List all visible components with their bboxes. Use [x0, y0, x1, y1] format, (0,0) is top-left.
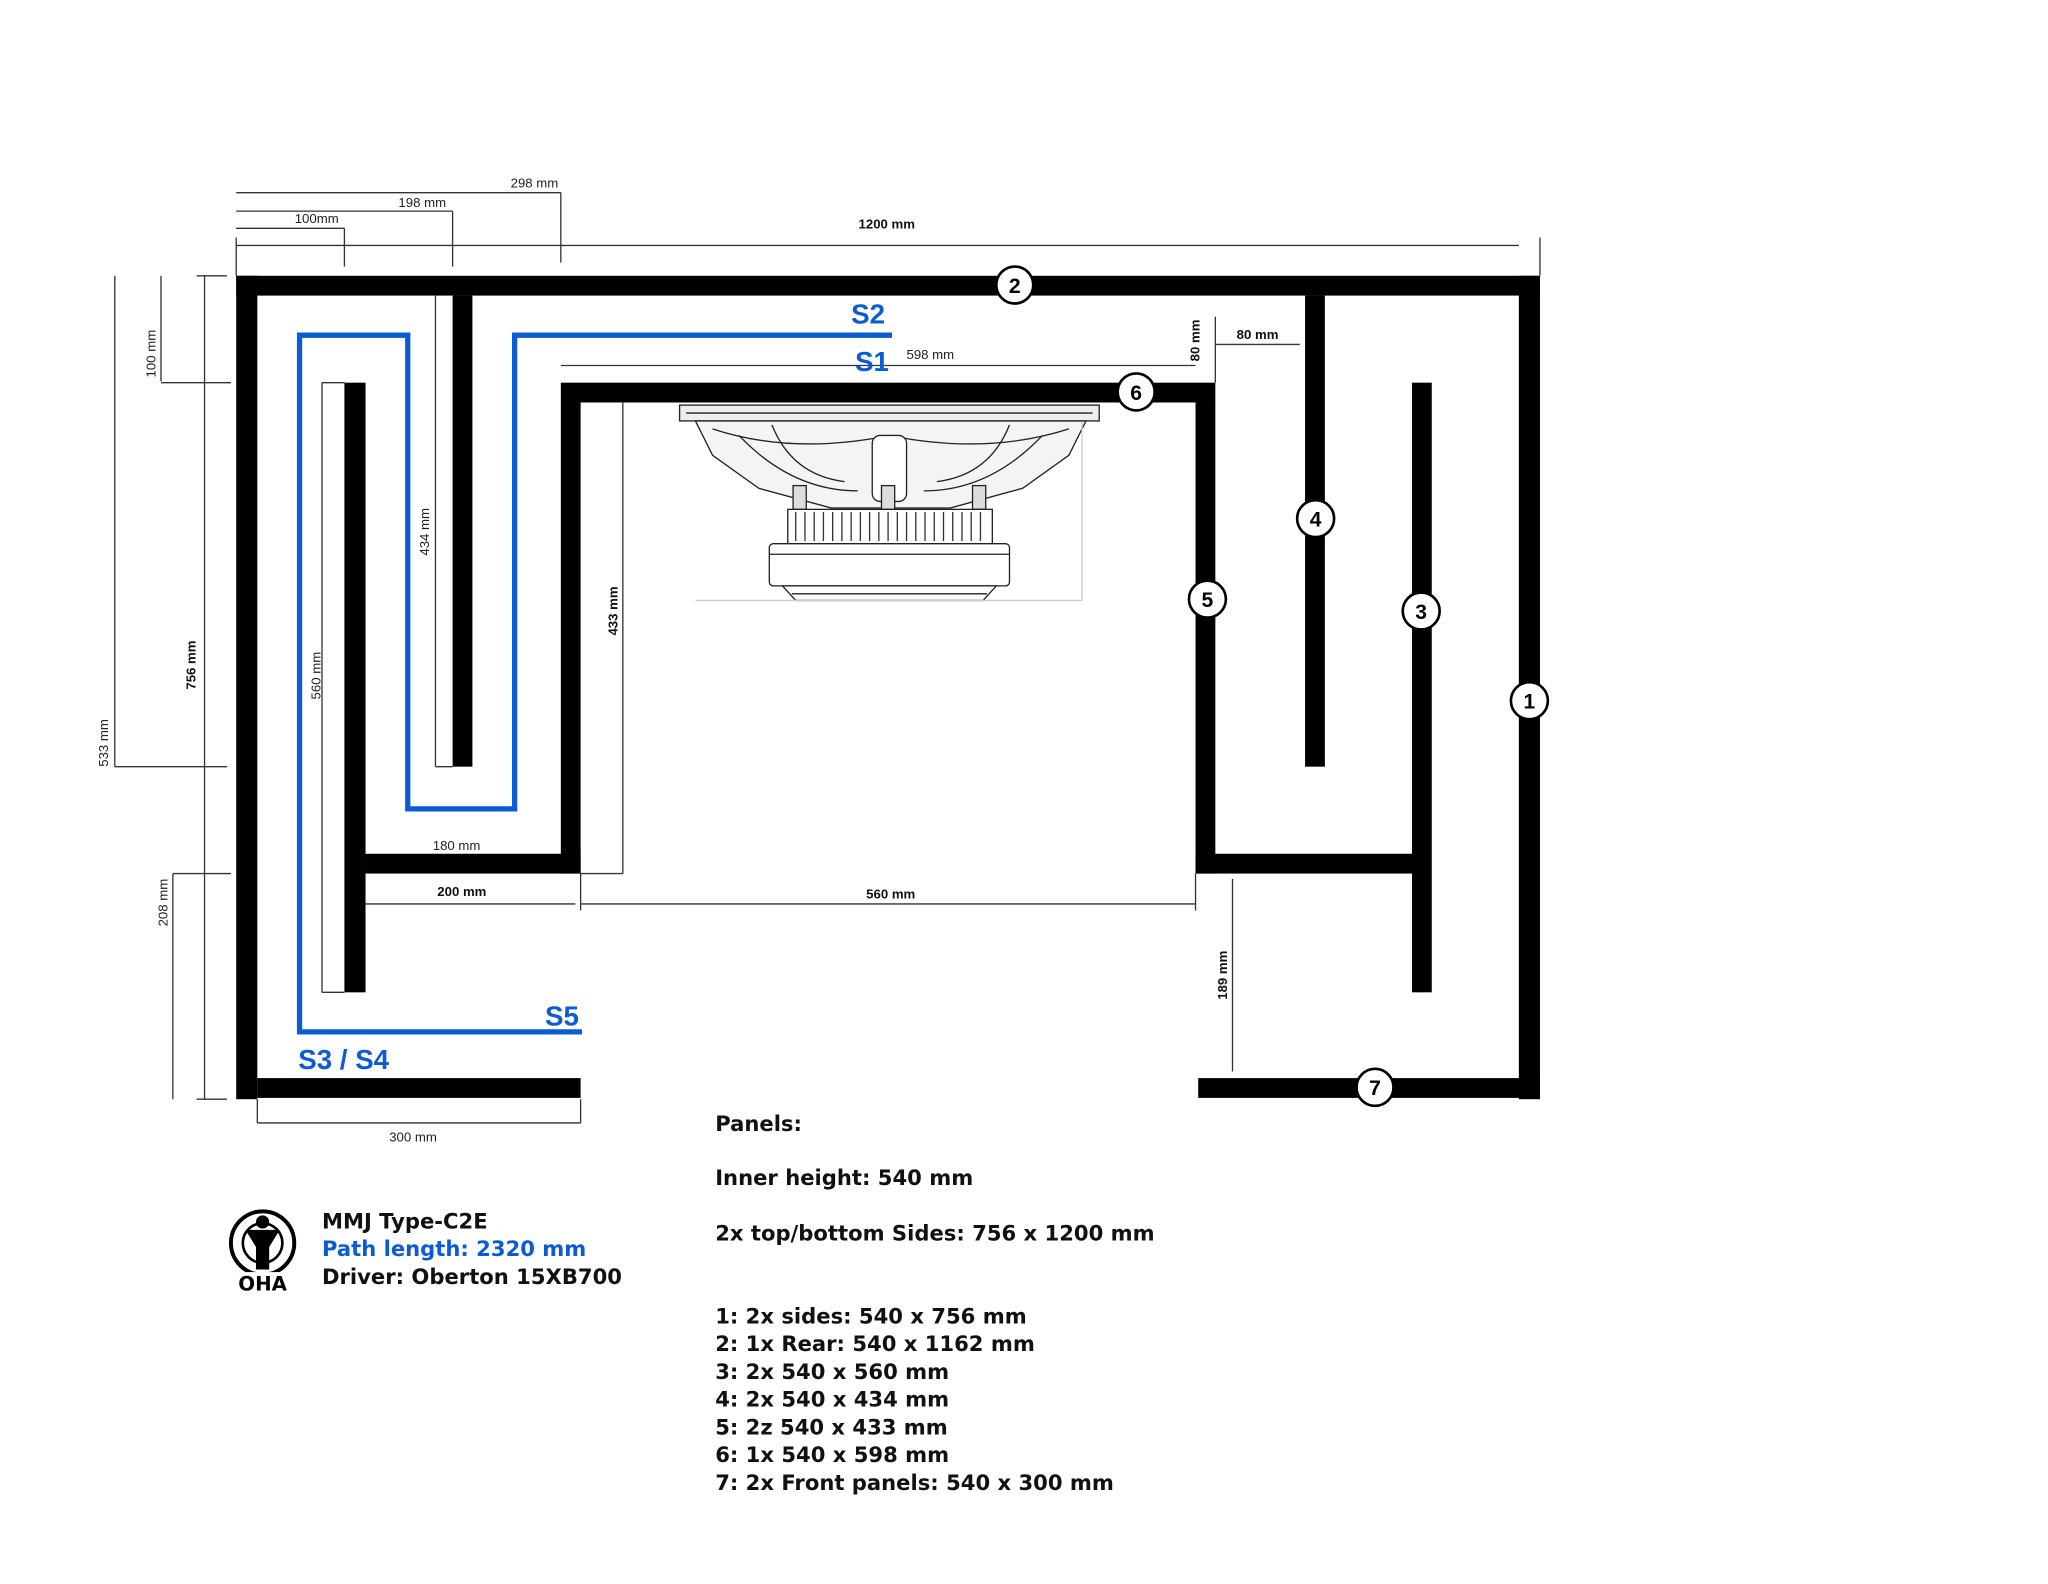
panel-list-item: 4: 2x 540 x 434 mm	[715, 1387, 949, 1412]
dim-80-h: 80 mm	[1237, 327, 1279, 342]
dim-80-v: 80 mm	[1188, 320, 1203, 362]
section-labels: S2 S1 S5 S3 / S4	[298, 298, 889, 1075]
section-s5: S5	[545, 1000, 579, 1031]
panel-4-left-upper	[452, 295, 473, 767]
panel-marker-3: 3	[1401, 591, 1441, 631]
inner-height: Inner height: 540 mm	[715, 1165, 973, 1190]
svg-text:1: 1	[1524, 691, 1536, 714]
top-bottom-sides: 2x top/bottom Sides: 756 x 1200 mm	[715, 1220, 1154, 1245]
dim-100-left: 100 mm	[144, 330, 159, 378]
panel-markers: 1 2 3 4 5 6 7	[994, 265, 1550, 1108]
panel-left-inner-baffle	[344, 382, 366, 993]
panel-marker-7: 7	[1355, 1067, 1395, 1108]
panel-list-item: 2: 1x Rear: 540 x 1162 mm	[715, 1331, 1035, 1356]
panel-marker-4: 4	[1295, 498, 1336, 539]
driver-model: Driver: Oberton 15XB700	[322, 1264, 622, 1289]
dim-560-v: 560 mm	[309, 652, 324, 700]
svg-text:4: 4	[1310, 509, 1322, 532]
svg-text:3: 3	[1415, 601, 1427, 624]
panel-front-left	[257, 1078, 581, 1098]
dim-434: 434 mm	[417, 508, 432, 556]
panels-heading: Panels:	[715, 1111, 802, 1136]
panel-2-rear	[236, 275, 1540, 296]
panel-5-chamber-right-wall	[1195, 402, 1216, 874]
dim-298: 298 mm	[511, 175, 559, 190]
svg-text:6: 6	[1130, 382, 1142, 405]
dim-180: 180 mm	[433, 838, 481, 853]
dim-1200: 1200 mm	[859, 216, 915, 231]
dim-198: 198 mm	[398, 195, 446, 210]
design-name: MMJ Type-C2E	[322, 1209, 488, 1234]
oha-logo-icon: OHA	[228, 1209, 297, 1296]
panel-marker-6: 6	[1116, 372, 1156, 412]
panel-list-item: 3: 2x 540 x 560 mm	[715, 1359, 949, 1384]
section-s2: S2	[851, 298, 885, 329]
magnet-fins	[795, 511, 982, 542]
svg-text:2: 2	[1009, 275, 1021, 298]
woofer-driver-icon	[678, 404, 1100, 602]
dim-756: 756 mm	[183, 641, 198, 690]
dimension-labels: 298 mm 198 mm 100mm 1200 mm 598 mm 80 mm…	[96, 175, 1278, 1144]
panel-marker-2: 2	[994, 265, 1035, 305]
panel-3-right	[1411, 382, 1432, 993]
air-path	[296, 332, 893, 1035]
section-s1: S1	[855, 346, 889, 377]
panel-list-item: 1: 2x sides: 540 x 756 mm	[715, 1304, 1027, 1329]
panel-left-side	[236, 275, 258, 1100]
dim-560-h: 560 mm	[866, 887, 915, 902]
panels-info: Panels: Inner height: 540 mm 2x top/bott…	[715, 1111, 1154, 1495]
dimension-lines	[114, 191, 1541, 1124]
dim-100-top: 100mm	[295, 211, 339, 226]
panel-chamber-right-floor	[1195, 853, 1431, 874]
section-s3-s4: S3 / S4	[298, 1044, 389, 1075]
dim-433: 433 mm	[606, 586, 621, 635]
svg-text:5: 5	[1202, 589, 1214, 612]
panels	[236, 275, 1540, 1100]
path-length: Path length: 2320 mm	[322, 1236, 586, 1261]
dim-189: 189 mm	[1215, 951, 1230, 1000]
panel-list-item: 5: 2z 540 x 433 mm	[715, 1414, 948, 1439]
dim-598: 598 mm	[906, 347, 954, 362]
panel-list-item: 7: 2x Front panels: 540 x 300 mm	[715, 1470, 1114, 1495]
path-s3-s4-s5	[296, 332, 893, 1035]
design-info: MMJ Type-C2E Path length: 2320 mm Driver…	[322, 1209, 622, 1289]
panel-marker-1: 1	[1509, 680, 1550, 721]
dim-533: 533 mm	[96, 719, 111, 767]
dim-200: 200 mm	[437, 884, 486, 899]
panel-chamber-left-floor	[365, 853, 581, 874]
svg-text:7: 7	[1369, 1077, 1381, 1100]
panel-marker-5: 5	[1187, 579, 1228, 619]
panel-chamber-left-wall	[560, 402, 581, 874]
dim-300: 300 mm	[389, 1129, 437, 1144]
panel-list-item: 6: 1x 540 x 598 mm	[715, 1442, 949, 1467]
panel-6-driver-board	[560, 382, 1216, 403]
logo-text: OHA	[238, 1273, 287, 1296]
dim-208: 208 mm	[156, 879, 171, 927]
